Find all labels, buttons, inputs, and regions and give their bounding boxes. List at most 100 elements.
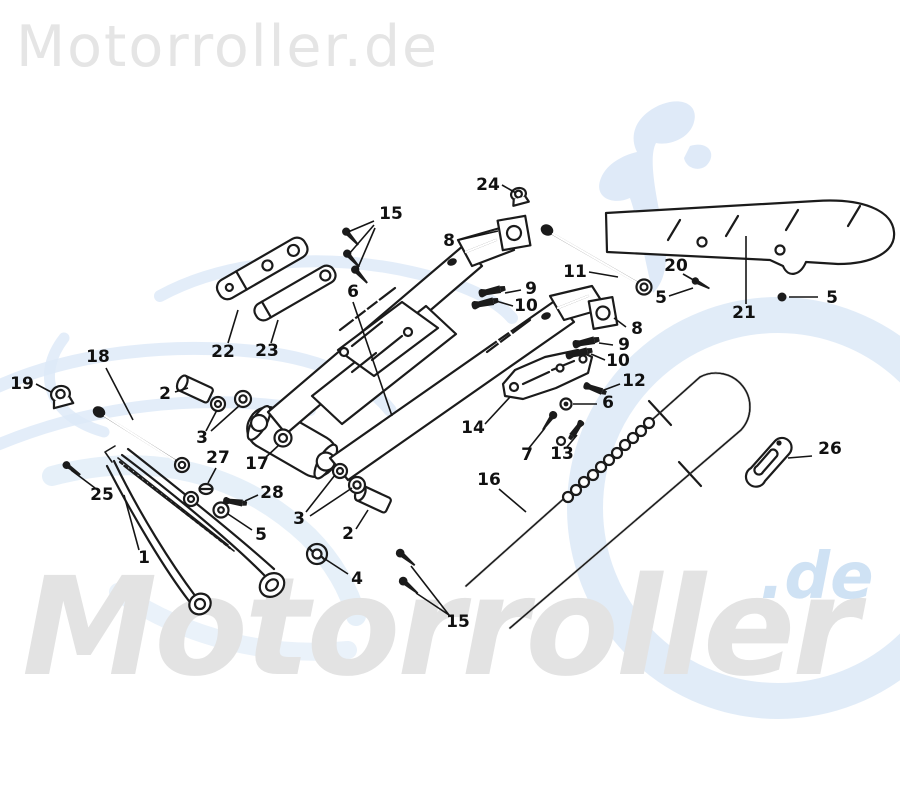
part-label-22: 22 (211, 309, 239, 362)
part-pivot-bolt-18 (92, 406, 191, 474)
svg-text:8: 8 (631, 319, 643, 339)
svg-text:17: 17 (245, 454, 269, 474)
svg-text:25: 25 (90, 485, 114, 505)
part-flange-nut-24 (509, 186, 530, 207)
part-label-2: 2 (342, 509, 369, 544)
part-label-24: 24 (476, 175, 517, 195)
part-label-5: 5 (789, 288, 838, 308)
svg-text:10: 10 (606, 351, 630, 371)
svg-text:10: 10 (514, 296, 538, 316)
svg-text:3: 3 (293, 509, 305, 529)
part-swingarm (266, 226, 608, 482)
part-label-11: 11 (563, 262, 619, 282)
part-label-6: 6 (573, 393, 614, 413)
svg-text:13: 13 (550, 444, 574, 464)
part-label-25: 25 (70, 469, 114, 505)
part-chain-guard-bracket (104, 445, 286, 616)
part-washer-13 (555, 435, 567, 447)
part-screw-7 (538, 408, 560, 434)
svg-text:5: 5 (255, 525, 267, 545)
svg-text:28: 28 (260, 483, 284, 503)
part-label-18: 18 (86, 347, 134, 421)
part-washer-5 (212, 501, 230, 519)
svg-text:4: 4 (351, 569, 363, 589)
svg-text:6: 6 (347, 282, 359, 302)
watermark-bottom-main: Motorroller (22, 549, 867, 707)
part-label-3: 3 (196, 404, 241, 448)
part-label-21: 21 (732, 236, 756, 323)
part-swingarm-pivot-tube (246, 405, 339, 480)
svg-text:19: 19 (10, 374, 34, 394)
svg-text:15: 15 (446, 612, 470, 632)
svg-text:3: 3 (196, 428, 208, 448)
part-chain-slider (501, 348, 594, 401)
svg-text:5: 5 (826, 288, 838, 308)
svg-text:27: 27 (206, 448, 230, 468)
svg-text:1: 1 (138, 548, 150, 568)
part-label-2: 2 (159, 384, 189, 404)
part-label-4: 4 (324, 558, 363, 589)
part-grommet-6 (559, 397, 573, 411)
watermark-crescent (109, 583, 357, 661)
svg-text:22: 22 (211, 342, 235, 362)
part-label-23: 23 (255, 319, 279, 361)
svg-text:12: 12 (622, 371, 646, 391)
svg-text:14: 14 (461, 418, 485, 438)
watermark-figure (599, 101, 695, 293)
part-flange-nut-19 (49, 384, 75, 410)
part-label-17: 17 (245, 444, 280, 474)
part-label-14: 14 (461, 396, 511, 438)
svg-text:2: 2 (342, 524, 354, 544)
svg-text:23: 23 (255, 341, 279, 361)
swingarm-center-bracket (336, 300, 440, 378)
part-label-3: 3 (293, 474, 353, 529)
part-adjuster-block (587, 296, 619, 330)
part-label-6: 6 (347, 282, 393, 417)
part-label-1: 1 (123, 494, 150, 568)
watermark-ring (567, 297, 900, 719)
part-label-9: 9 (504, 279, 537, 299)
svg-text:11: 11 (563, 262, 587, 282)
part-label-10: 10 (590, 351, 630, 371)
part-screw-20 (689, 275, 713, 293)
svg-text:26: 26 (818, 439, 842, 459)
part-label-7: 7 (521, 427, 546, 465)
part-label-10: 10 (495, 296, 538, 316)
part-label-28: 28 (244, 483, 284, 503)
diagram-layer (49, 186, 896, 630)
part-label-15: 15 (347, 204, 403, 271)
svg-text:20: 20 (664, 256, 688, 276)
svg-text:15: 15 (379, 204, 403, 224)
part-label-8: 8 (613, 317, 643, 339)
svg-text:16: 16 (477, 470, 501, 490)
svg-text:5: 5 (655, 288, 667, 308)
part-label-20: 20 (664, 256, 698, 283)
part-bolt-9 (570, 334, 602, 350)
part-rivet-5 (777, 292, 787, 302)
part-label-27: 27 (206, 448, 230, 484)
part-label-19: 19 (10, 374, 52, 394)
part-label-13: 13 (550, 434, 578, 464)
svg-text:24: 24 (476, 175, 500, 195)
watermark-bottom-domain: .de (760, 540, 874, 614)
part-master-link-clip (744, 436, 793, 488)
chain-roller-links (561, 416, 656, 504)
part-chain-guard (604, 199, 896, 275)
svg-text:18: 18 (86, 347, 110, 367)
watermark-figure-curl (684, 144, 712, 169)
svg-text:6: 6 (602, 393, 614, 413)
svg-text:9: 9 (618, 335, 630, 355)
svg-text:7: 7 (521, 445, 533, 465)
chain-section-marks (647, 399, 703, 488)
part-label-9: 9 (598, 335, 630, 355)
part-label-8: 8 (443, 230, 499, 251)
part-label-12: 12 (603, 371, 646, 391)
part-clip-27 (198, 482, 214, 496)
svg-text:2: 2 (159, 384, 171, 404)
part-ring-bushings-3 (209, 389, 367, 495)
watermark-top-left: Motorroller.de (16, 14, 439, 80)
part-ring-small (182, 490, 200, 508)
watermark-crescent (42, 455, 366, 626)
